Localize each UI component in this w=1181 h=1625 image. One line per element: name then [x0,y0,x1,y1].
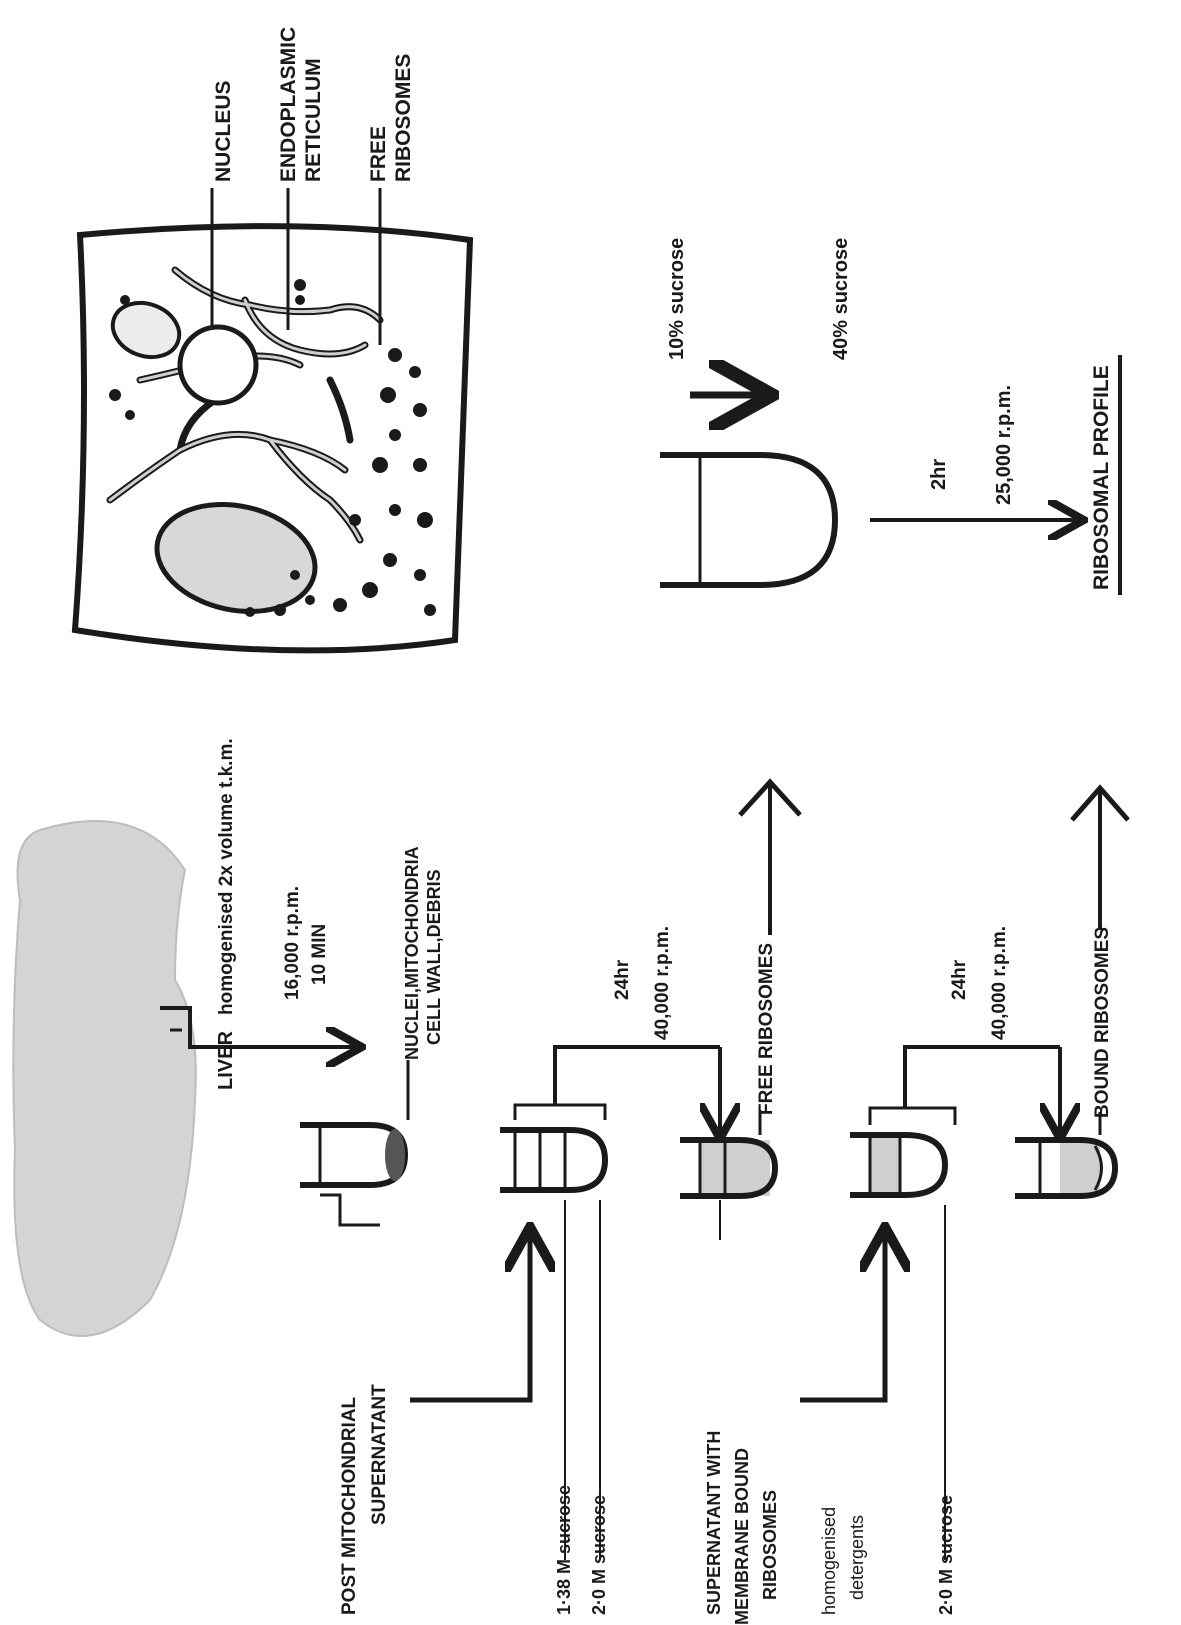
label-er-line2: RETICULUM [302,58,325,182]
label-sucrose-138: 1·38 M sucrose [554,1485,574,1615]
label-free-ribosomes: FREE RIBOSOMES [756,943,777,1115]
label-time3: 24hr [949,959,970,1000]
nucleus [180,327,256,403]
cell-illustration [75,188,470,650]
label-supernatant-line3: RIBOSOMES [760,1490,780,1600]
label-sucrose-20a: 2·0 M sucrose [589,1495,609,1615]
centrifuge-path-3 [905,1047,1060,1108]
label-homogenised: homogenised 2x volume t.k.m. [216,738,237,1015]
label-gradient-speed: 25,000 r.p.m. [993,385,1015,505]
label-ribosomal-profile: RIBOSOMAL PROFILE [1090,365,1113,590]
tube-sucrose-cushion [500,1130,605,1190]
label-pellet1-line2: CELL WALL,DEBRIS [424,869,444,1045]
label-post-mito-line2: SUPERNATANT [369,1384,390,1525]
label-post-mito-line1: POST MITOCHONDRIAL [339,1396,360,1615]
label-detergents: detergents [847,1515,867,1600]
tube-detergent [850,1135,945,1195]
label-time2: 24hr [612,959,633,1000]
tube-spun-2 [1015,1140,1115,1196]
label-supernatant-line2: MEMBRANE BOUND [732,1448,752,1625]
label-bound-ribosomes: BOUND RIBOSOMES [1092,927,1113,1118]
label-sucrose-20b: 2·0 M sucrose [936,1495,956,1615]
gradient-tube [660,455,835,585]
label-top-sucrose: 10% sucrose [666,238,688,360]
bracket-2 [515,1105,605,1120]
label-er-line1: ENDOPLASMIC [277,27,300,182]
label-free-line1: FREE [367,126,390,182]
centrifuge-path-2 [555,1047,720,1105]
liver-illustration [13,821,196,1336]
supernatant-bracket [320,1195,380,1225]
bracket-4 [870,1108,955,1125]
pellet-1 [385,1129,405,1181]
label-speed2: 40,000 r.p.m. [652,926,673,1040]
label-liver: LIVER [215,1031,237,1090]
label-supernatant-line1: SUPERNATANT WITH [704,1431,724,1615]
transfer-path-1 [410,1245,530,1400]
label-speed1: 16,000 r.p.m. [282,886,303,1000]
transfer-path-2 [800,1245,885,1400]
label-homogenised-2: homogenised [819,1507,839,1615]
label-time1: 10 MIN [309,924,330,985]
label-nucleus: NUCLEUS [212,80,235,182]
label-free-line2: RIBOSOMES [392,54,415,182]
tube-spun-1 [680,1140,775,1196]
label-bottom-sucrose: 40% sucrose [830,238,852,360]
label-pellet1-line1: NUCLEI,MITOCHONDRIA [402,846,422,1060]
label-speed3: 40,000 r.p.m. [989,926,1010,1040]
label-gradient-time: 2hr [928,459,950,490]
